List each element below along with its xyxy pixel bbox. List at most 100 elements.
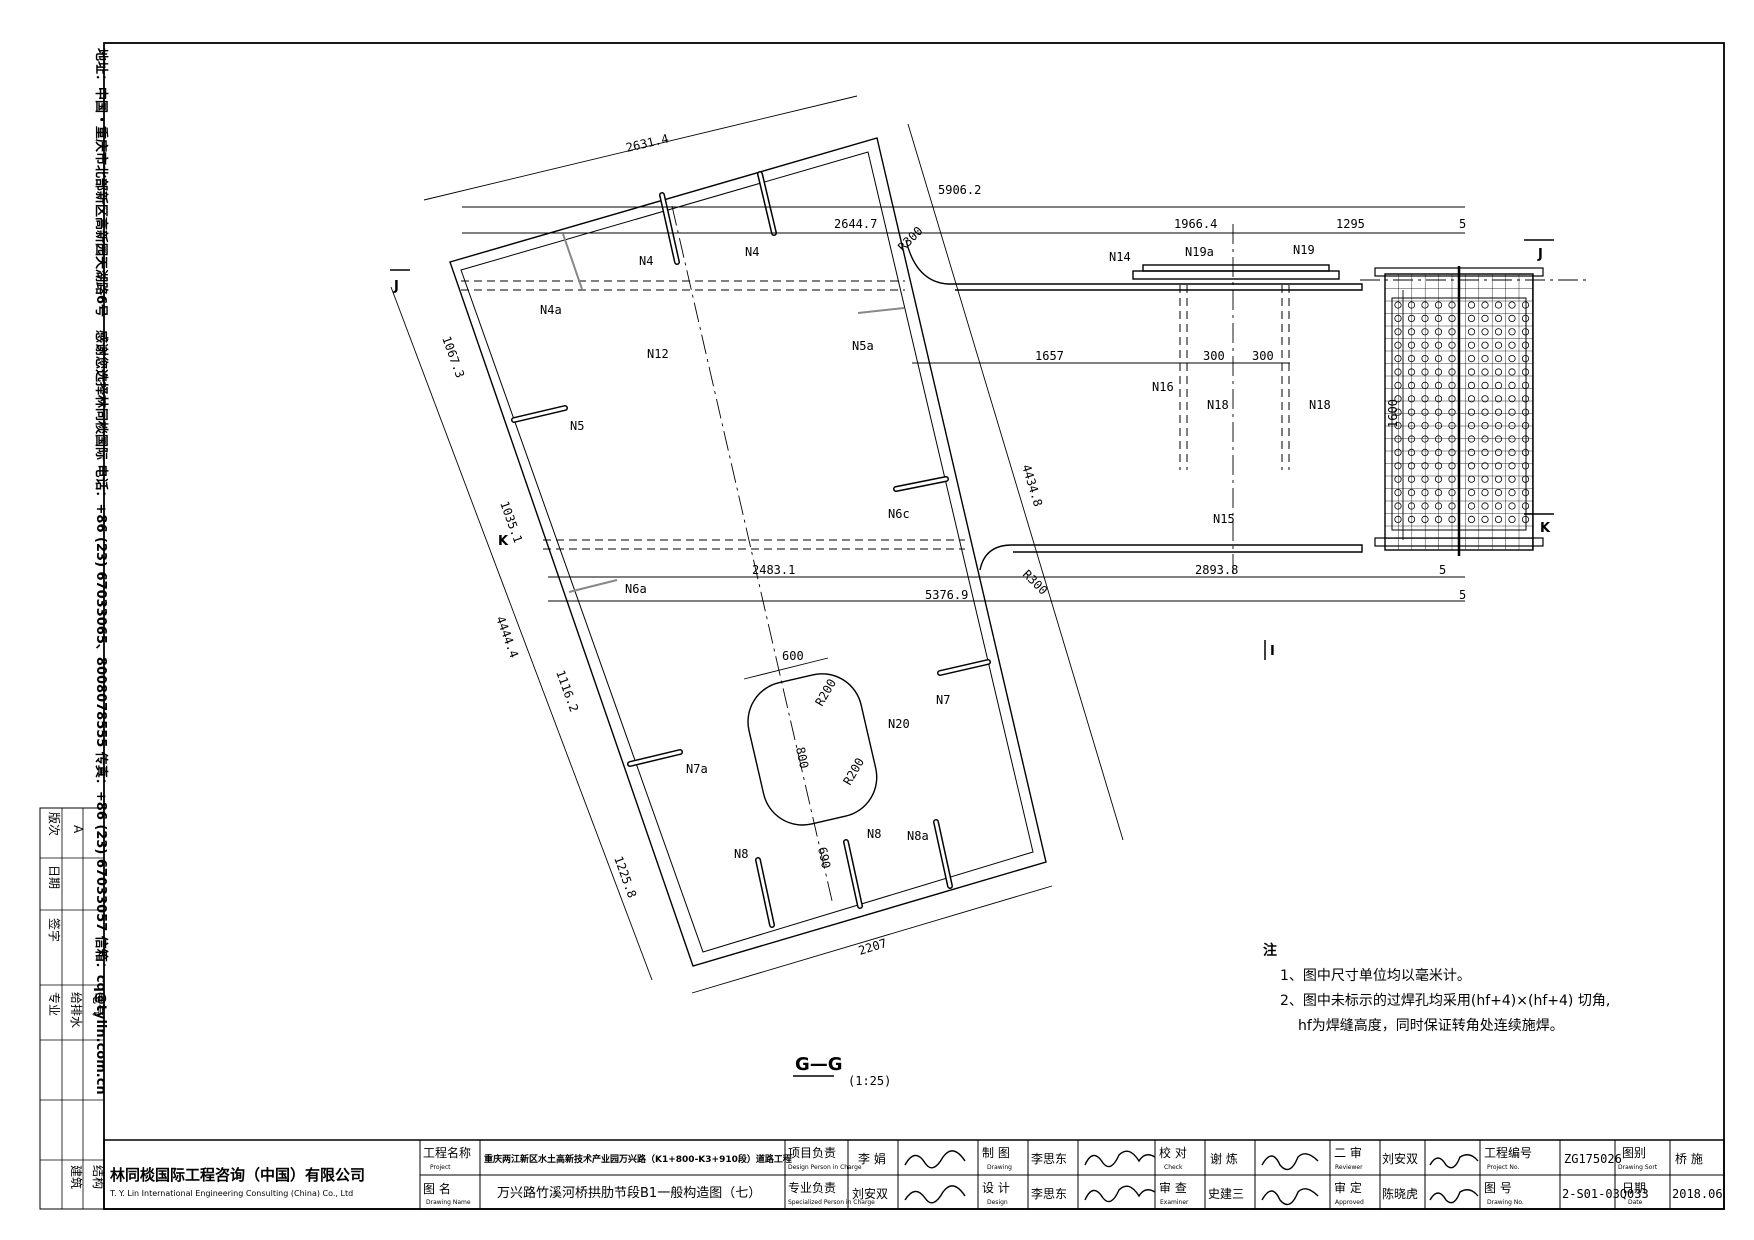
bolt-hole: [1481, 314, 1489, 322]
signature-column: [39, 807, 105, 1210]
bolt-hole: [1521, 341, 1530, 349]
bolt-hole: [1494, 462, 1503, 470]
bolt-hole: [1494, 488, 1503, 497]
dim-5-mid: 5: [1439, 563, 1446, 577]
arch-rib-section: [449, 137, 1363, 967]
notes-line2: 2、图中未标示的过焊孔均采用(hf+4)×(hf+4) 切角,: [1280, 993, 1610, 1009]
label-n6a: N6a: [625, 582, 647, 596]
company-en: T. Y. Lin International Engineering Cons…: [109, 1189, 353, 1198]
bolt-hole: [1467, 488, 1476, 497]
bolt-hole: [1508, 314, 1516, 322]
bolt-hole: [1467, 435, 1476, 443]
bolt-hole: [1481, 448, 1489, 456]
bolt-hole: [1481, 462, 1489, 470]
bolt-hole: [1494, 341, 1503, 349]
bolt-hole: [1407, 368, 1416, 376]
bolt-hole: [1494, 354, 1503, 363]
bolt-hole: [1467, 408, 1476, 416]
bolt-hole: [1494, 502, 1503, 510]
bolt-hole: [1508, 301, 1516, 309]
bolt-hole: [1467, 462, 1476, 470]
label-r200-top: R200: [812, 676, 839, 708]
label-n20: N20: [888, 717, 910, 731]
label-n7a: N7a: [686, 762, 708, 776]
light-stiffeners: [562, 233, 905, 593]
project-label: 工程名称: [423, 1145, 471, 1160]
notes-head: 注: [1263, 942, 1277, 959]
section-markers: [390, 239, 1554, 660]
label-n19: N19: [1293, 243, 1315, 257]
label-r300-bottom: R300: [1020, 567, 1050, 597]
bolt-hole: [1481, 502, 1489, 510]
discipline-1: 电气: [91, 992, 106, 1016]
dim-300-b: 300: [1252, 349, 1274, 363]
sort-value: 桥 施: [1675, 1152, 1703, 1166]
bolt-hole: [1521, 435, 1530, 443]
label-n8a: N8a: [907, 829, 929, 843]
contact-text: 感谢您选择林同棪国际 电话：+86 (23) 67033065、80080785…: [93, 330, 109, 1095]
center-lines: [671, 205, 1590, 906]
dim-2631: 2631.4: [625, 132, 670, 155]
label-n12: N12: [647, 347, 669, 361]
bolt-hole: [1394, 341, 1402, 349]
bolt-hole: [1494, 475, 1503, 483]
bolt-hole: [1521, 462, 1530, 470]
bolt-hole: [1407, 502, 1416, 510]
bolt-hole: [1508, 408, 1516, 416]
bolt-hole: [1521, 368, 1530, 376]
bolt-hole: [1467, 515, 1476, 524]
label-n8-a: N8: [734, 847, 748, 861]
sm-label-en: Specialized Person in Charge: [788, 1199, 875, 1206]
bolt-hole: [1467, 341, 1476, 349]
bolt-hole: [1407, 328, 1416, 336]
label-n8-b: N8: [867, 827, 881, 841]
approve-label-en: Approved: [1335, 1199, 1364, 1206]
pm-label: 项目负责: [788, 1146, 836, 1160]
dwgno-label-en: Drawing No.: [1487, 1199, 1524, 1206]
projno-value: ZG175026: [1564, 1152, 1622, 1166]
bolt-hole: [1407, 488, 1416, 497]
version-value: A: [71, 825, 85, 834]
bolt-hole: [1494, 328, 1503, 336]
bolt-hole: [1481, 475, 1489, 483]
bolt-hole: [1467, 354, 1476, 363]
bolt-hole: [1494, 368, 1503, 376]
manhole-N20: [747, 673, 878, 826]
bottom-flange-N15: [979, 544, 1363, 571]
bolt-hole: [1394, 515, 1402, 524]
bolt-hole: [1508, 421, 1516, 430]
review-label-en: Reviewer: [1335, 1164, 1363, 1171]
bolt-hole: [1481, 381, 1489, 389]
bolt-hole: [1407, 395, 1416, 403]
drawing-name: 万兴路竹溪河桥拱肋节段B1一般构造图（七）: [497, 1185, 761, 1201]
bolt-hole: [1407, 354, 1416, 363]
dim-2207: 2207: [857, 936, 889, 958]
bolt-hole: [1508, 448, 1516, 456]
bolt-hole: [1521, 421, 1530, 430]
bolt-hole: [1467, 301, 1476, 309]
dim-5-bottom: 5: [1459, 588, 1466, 602]
bolt-hole: [1494, 381, 1503, 389]
bolt-hole: [1407, 301, 1416, 309]
check-label: 校 对: [1159, 1145, 1187, 1160]
notes-line1: 1、图中尺寸单位均以毫米计。: [1280, 967, 1471, 984]
dim-2644: 2644.7: [834, 217, 877, 231]
bolt-hole: [1394, 368, 1402, 376]
bolt-hole: [1407, 314, 1416, 322]
bolt-hole: [1407, 341, 1416, 349]
bolt-hole: [1467, 328, 1476, 336]
date-value: 2018.06: [1672, 1187, 1723, 1201]
bolt-hole: [1508, 488, 1516, 497]
signature-column-grid: [40, 808, 104, 1209]
dim-1600: 1600: [1386, 399, 1400, 428]
bolt-hole: [1494, 515, 1503, 524]
bolt-hole: [1521, 488, 1530, 497]
bolt-hole: [1481, 301, 1489, 309]
label-n15: N15: [1213, 512, 1235, 526]
dimension-lines: [390, 95, 1465, 994]
dim-1657: 1657: [1035, 349, 1064, 363]
dim-2483: 2483.1: [752, 563, 795, 577]
dwgno-value: 2-S01-03Q033: [1562, 1187, 1649, 1201]
bolt-hole: [1481, 354, 1489, 363]
